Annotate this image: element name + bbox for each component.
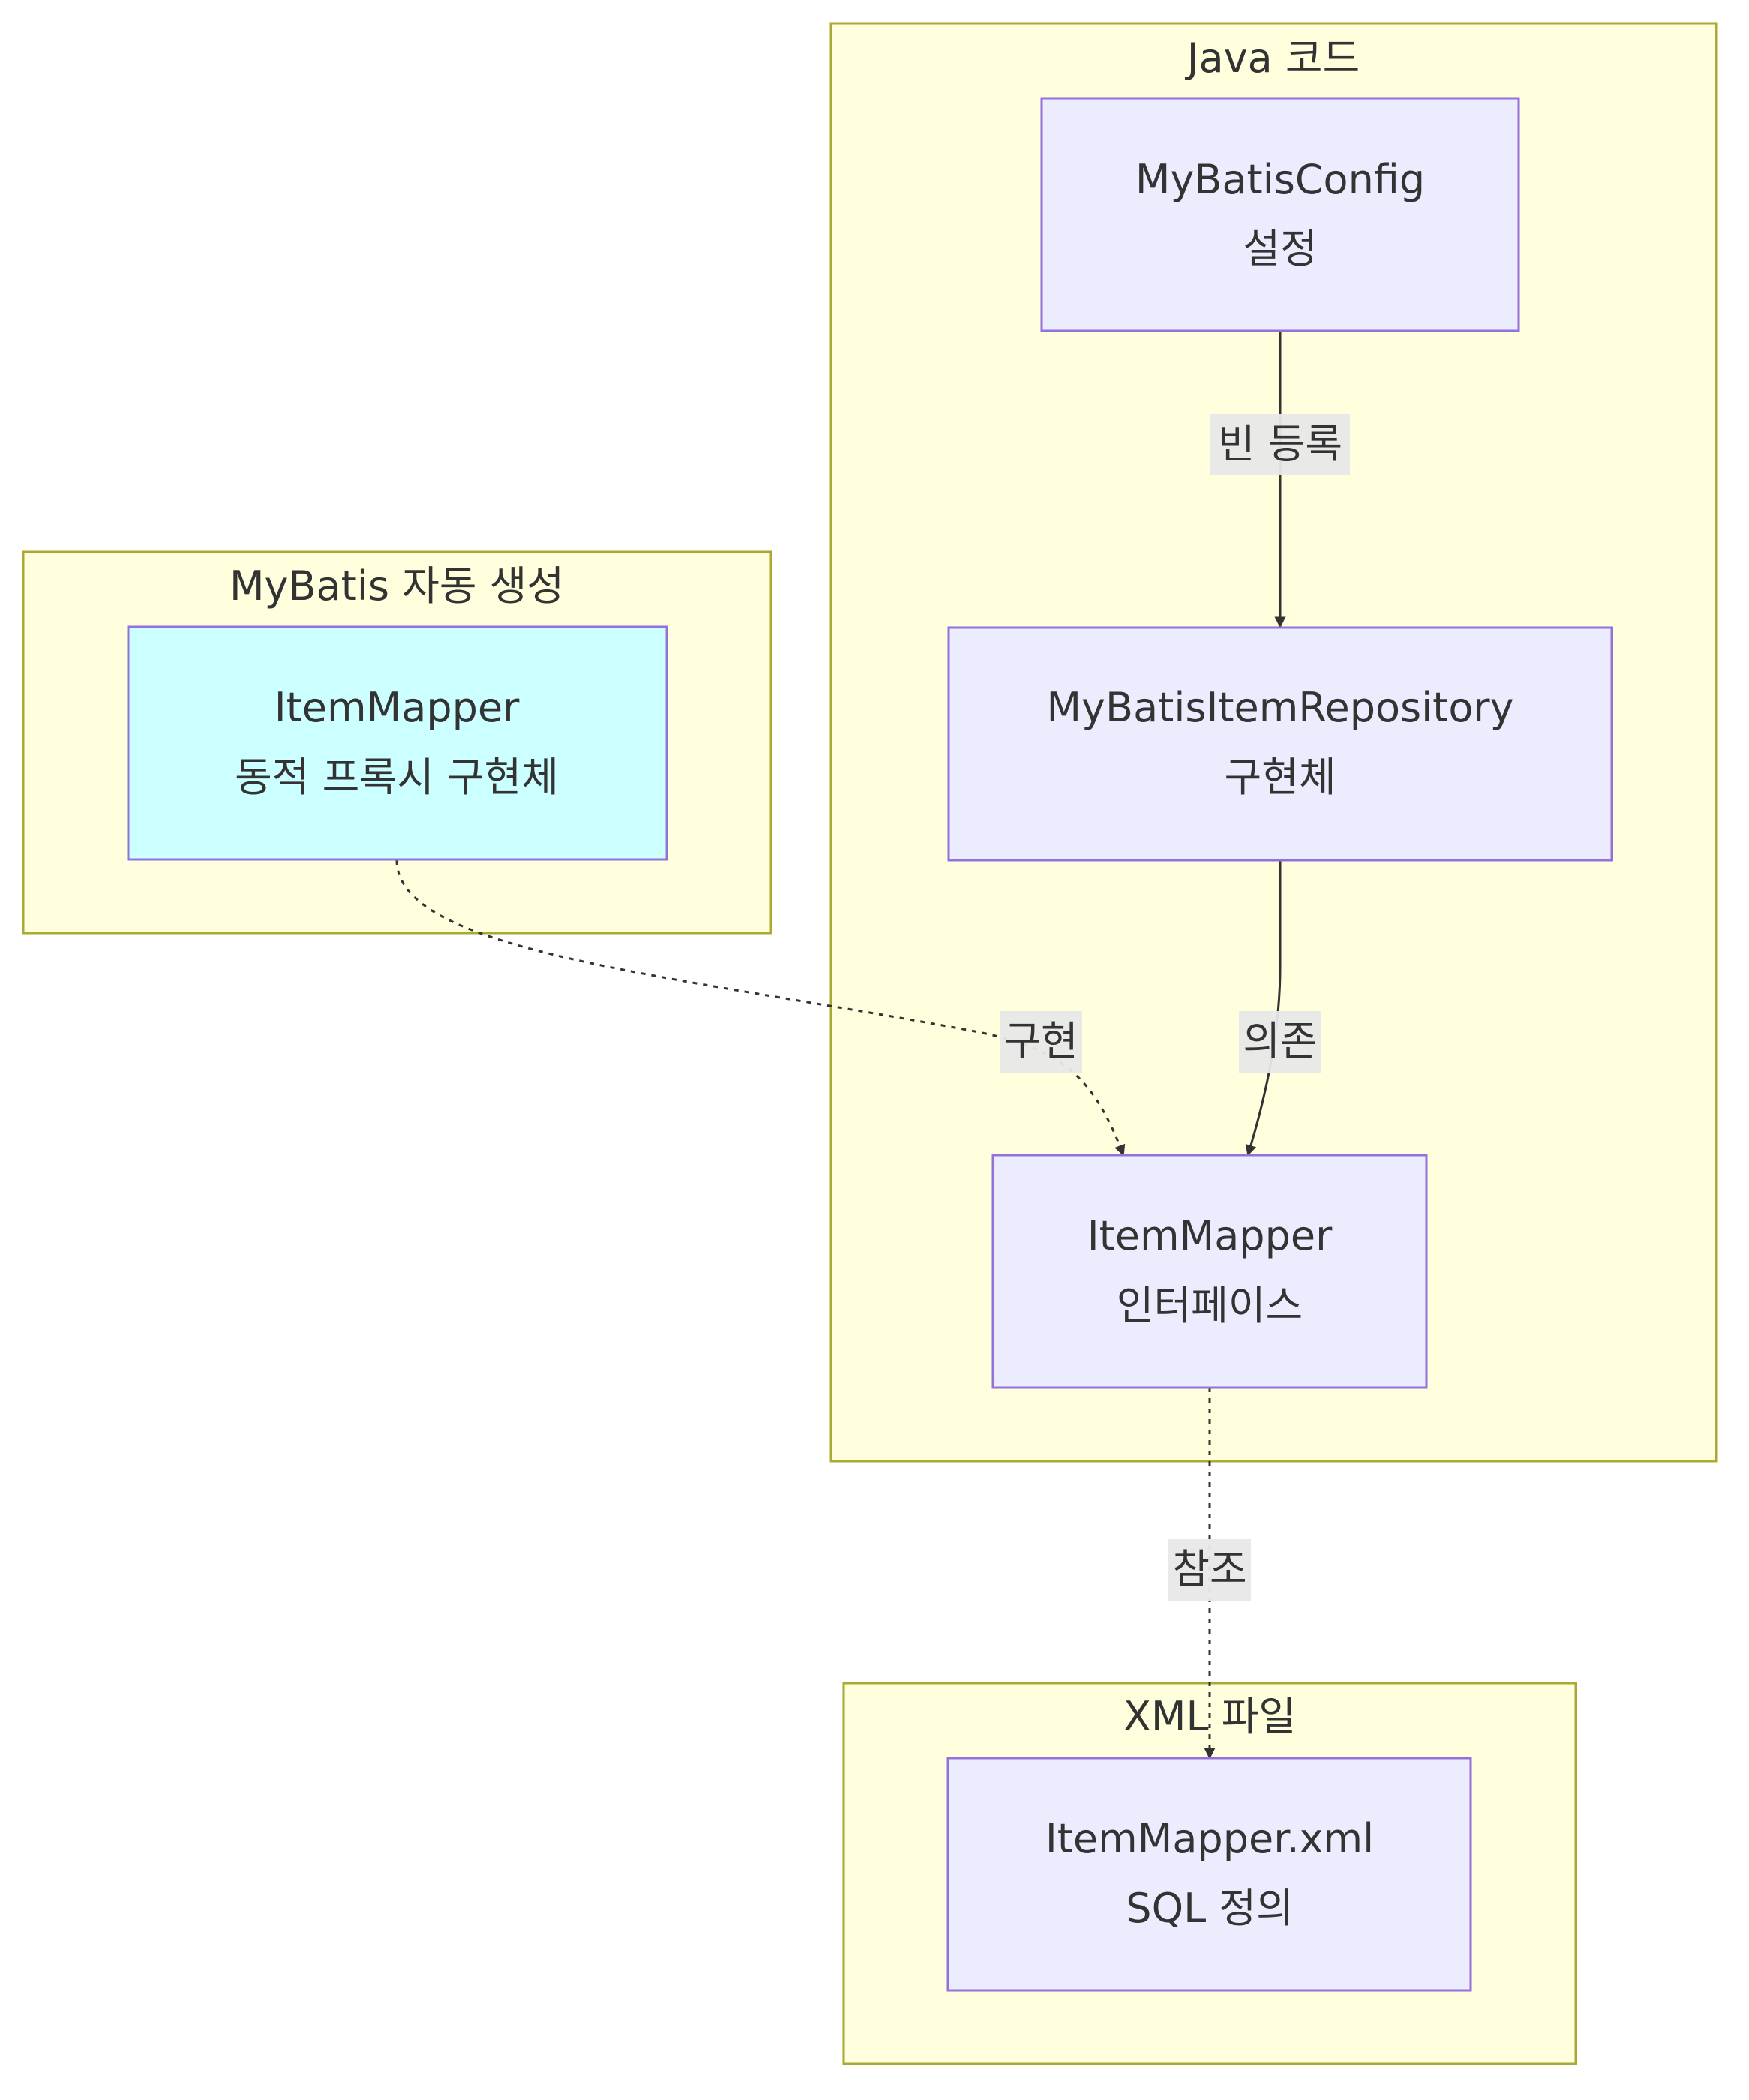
node-mybatis-config: MyBatisConfig 설정 [1040, 97, 1520, 332]
node-repository-role: 구현체 [1224, 754, 1336, 801]
edge-register: 빈 등록 [1210, 331, 1350, 628]
node-repository: MyBatisItemRepository 구현체 [947, 626, 1613, 862]
cluster-mybatis-auto-title: MyBatis 자동 생성 [230, 562, 564, 610]
node-mapper-interface: ItemMapper 인터페이스 [992, 1154, 1428, 1389]
edge-register-label: 빈 등록 [1218, 421, 1342, 468]
node-mapper-interface-name: ItemMapper [1088, 1212, 1333, 1259]
edge-references: 참조 [1168, 1388, 1251, 1760]
node-repository-name: MyBatisItemRepository [1046, 684, 1514, 731]
node-mapper-xml-role: SQL 정의 [1126, 1885, 1293, 1932]
edge-implements: 구현 [395, 860, 1126, 1156]
node-mapper-proxy: ItemMapper 동적 프록시 구현체 [127, 626, 668, 861]
cluster-java-code-title: Java 코드 [1185, 34, 1360, 82]
node-mybatis-config-name: MyBatisConfig [1136, 156, 1425, 203]
node-mybatis-config-role: 설정 [1243, 225, 1317, 272]
edge-references-label: 참조 [1172, 1546, 1246, 1593]
edge-depends-label: 의존 [1243, 1018, 1317, 1065]
edge-depends: 의존 [1239, 860, 1322, 1156]
node-mapper-proxy-role: 동적 프록시 구현체 [235, 754, 559, 801]
node-mapper-xml-name: ItemMapper.xml [1046, 1815, 1374, 1862]
node-mapper-xml: ItemMapper.xml SQL 정의 [946, 1756, 1472, 1992]
node-mapper-proxy-name: ItemMapper [274, 684, 520, 731]
edge-implements-label: 구현 [1004, 1018, 1078, 1065]
node-mapper-interface-role: 인터페이스 [1117, 1282, 1303, 1329]
